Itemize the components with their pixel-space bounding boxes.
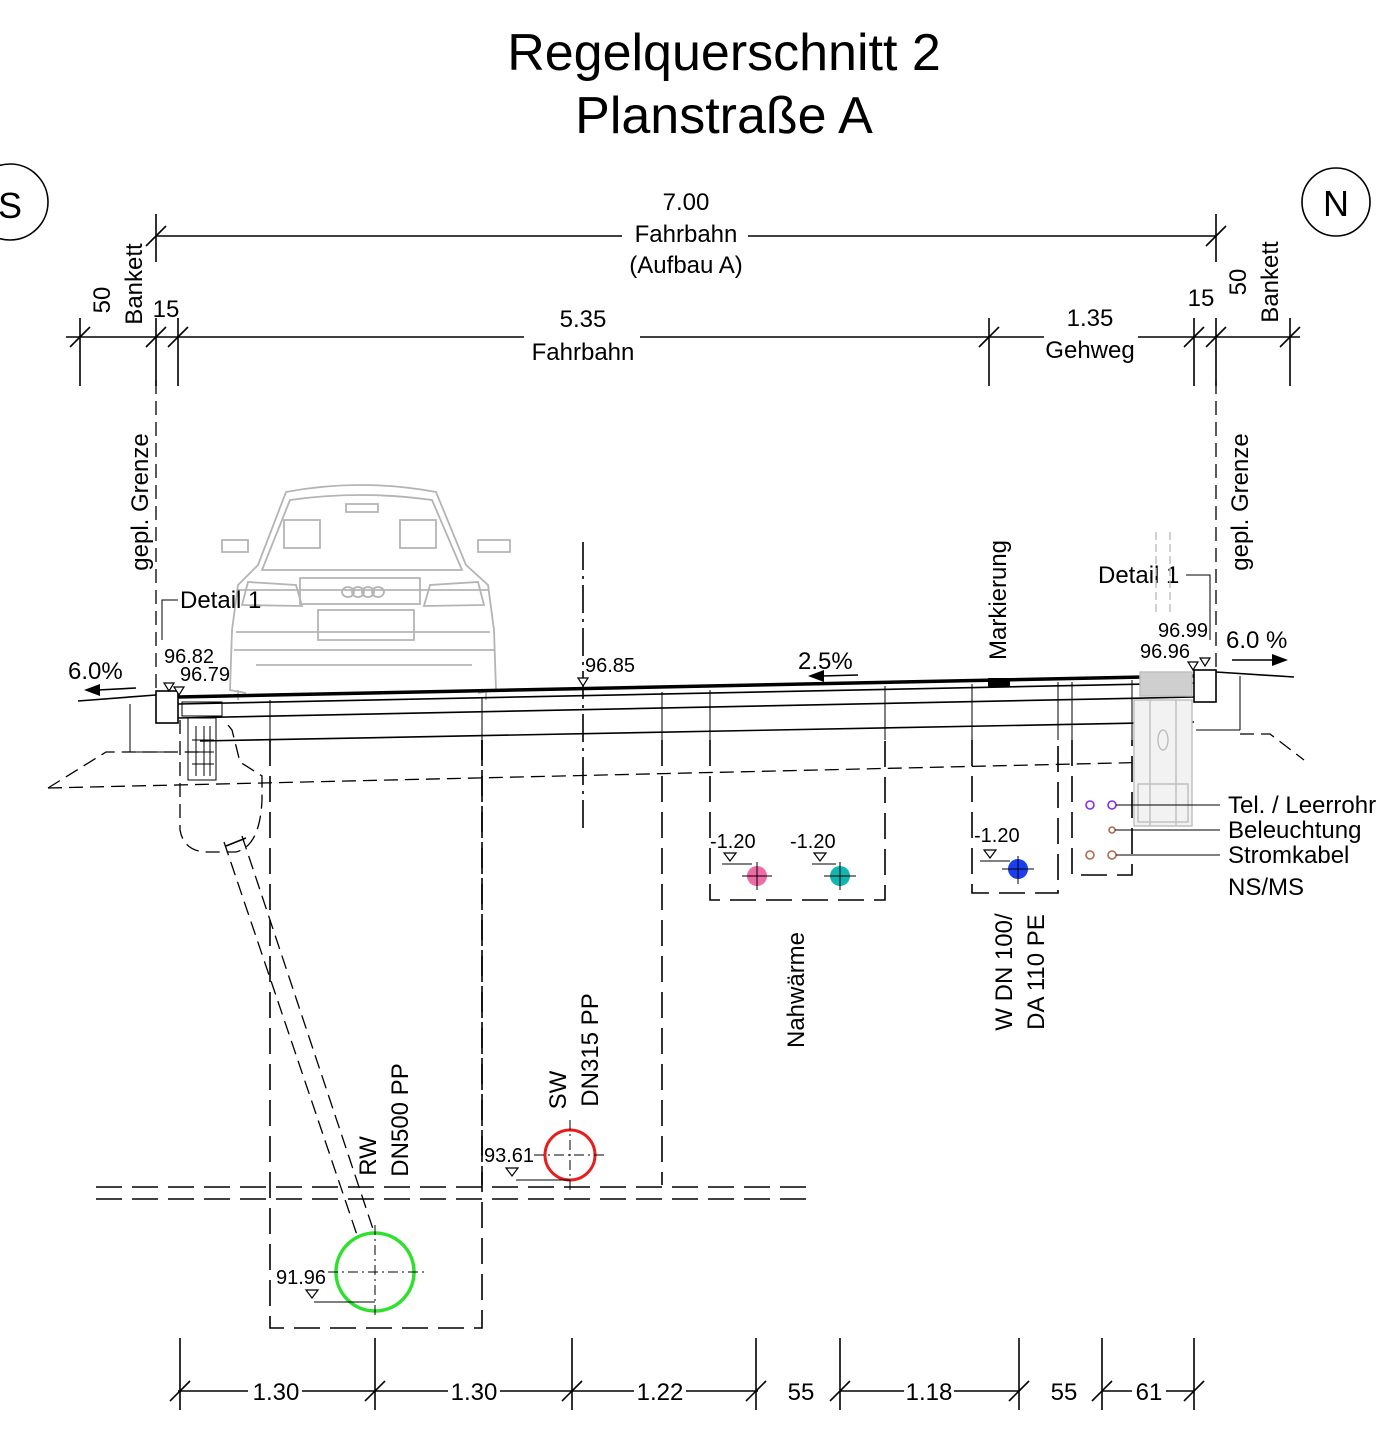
elevation-right-gutter: 96.96: [1140, 641, 1190, 663]
nahwaerme-label: Nahwärme: [783, 932, 810, 1048]
elevation-right-curb: 96.99: [1158, 620, 1208, 642]
curb-right-value: 15: [1188, 285, 1215, 312]
dimension-total-fahrbahn: 7.00 Fahrbahn (Aufbau A): [145, 189, 1227, 279]
detail-right-label: Detail 1: [1098, 562, 1179, 589]
elevation-left-curb: 96.82: [164, 646, 214, 668]
fahrbahn-label: Fahrbahn: [532, 339, 635, 366]
dimension-total-value: 7.00: [663, 189, 710, 216]
dimension-chain-lower: 1.30 1.30 1.22 55 1.18 55 61: [169, 1338, 1205, 1410]
trench-outlines: [96, 740, 1133, 1329]
nahwaerme-depth-2: -1.20: [790, 831, 836, 853]
dimension-chain-upper: 50 Bankett 15 5.35 Fahrbahn 1.35 Gehweg …: [66, 241, 1301, 386]
title-line-2: Planstraße A: [575, 87, 873, 145]
water-label-2: DA 110 PE: [1023, 914, 1050, 1030]
slope-left-label: 6.0%: [68, 658, 123, 685]
orientation-south-marker: S: [0, 163, 49, 241]
water-label-1: W DN 100/: [991, 913, 1018, 1031]
lighting-label: Beleuchtung: [1228, 817, 1361, 844]
sw-label-1: SW: [545, 1070, 572, 1109]
power-cable-2: [1107, 850, 1117, 860]
title-line-1: Regelquerschnitt 2: [507, 24, 941, 82]
detail-marker-left: Detail 1: [161, 587, 261, 640]
bottom-dim-3: 1.22: [637, 1379, 684, 1406]
orientation-north-marker: N: [1301, 167, 1371, 237]
bankett-right-value: 50: [1225, 269, 1252, 296]
bankett-left-label: Bankett: [121, 243, 148, 325]
bottom-dim-2: 1.30: [451, 1379, 498, 1406]
rw-label-1: RW: [355, 1136, 382, 1176]
road-marking: [988, 678, 1010, 687]
dimension-total-sublabel: (Aufbau A): [629, 252, 742, 279]
tel-label: Tel. / Leerrohr: [1228, 792, 1376, 819]
detail-left-label: Detail 1: [180, 587, 261, 614]
curb-right: [1193, 669, 1217, 703]
power-label: Stromkabel: [1228, 842, 1349, 869]
tel-conduit-2: [1107, 800, 1117, 810]
nahwaerme-depth-1: -1.20: [710, 831, 756, 853]
power-label-2: NS/MS: [1228, 874, 1304, 901]
stormwater-pipe-group: 91.96 RW DN500 PP: [276, 1063, 424, 1318]
slope-right-label: 6.0 %: [1226, 627, 1287, 654]
slope-left: 6.0%: [68, 658, 137, 696]
water-depth: -1.20: [974, 825, 1020, 847]
bottom-dim-6: 55: [1051, 1379, 1078, 1406]
car-illustration: [221, 484, 511, 700]
rw-invert-elevation: 91.96: [276, 1267, 326, 1289]
water-pipe-group: -1.20 W DN 100/ DA 110 PE: [974, 825, 1050, 1031]
bottom-dim-5: 1.18: [906, 1379, 953, 1406]
orientation-south-label: S: [0, 185, 22, 226]
sw-label-2: DN315 PP: [577, 993, 604, 1106]
road-structure: [47, 669, 1305, 789]
gehweg-label: Gehweg: [1045, 337, 1134, 364]
boundary-left-label: gepl. Grenze: [127, 433, 154, 570]
orientation-north-label: N: [1323, 183, 1349, 224]
street-gully-left: [179, 701, 375, 1239]
boundary-right-label: gepl. Grenze: [1227, 433, 1254, 570]
bankett-right-label: Bankett: [1257, 241, 1284, 323]
planned-boundary-left: gepl. Grenze: [127, 380, 157, 695]
gehweg-value: 1.35: [1067, 305, 1114, 332]
tel-conduit-1: [1085, 800, 1095, 810]
bottom-dim-1: 1.30: [253, 1379, 300, 1406]
power-cable-1: [1085, 850, 1095, 860]
rw-label-2: DN500 PP: [387, 1063, 414, 1176]
sewer-pipe-group: 93.61 SW DN315 PP: [484, 993, 606, 1190]
nahwaerme-pipes: -1.20 -1.20 Nahwärme: [710, 831, 856, 1048]
cable-conduits: Tel. / Leerrohr Beleuchtung Stromkabel N…: [1085, 792, 1376, 901]
lighting-cable: [1108, 826, 1116, 834]
marking-label: Markierung: [985, 540, 1012, 660]
detail-marker-right: Detail 1: [1098, 562, 1211, 640]
elevation-left-gutter: 96.79: [180, 664, 230, 686]
dimension-total-label: Fahrbahn: [635, 221, 738, 248]
curb-left: [155, 690, 179, 724]
sw-invert-elevation: 93.61: [484, 1145, 534, 1167]
slope-road-label: 2.5%: [798, 648, 853, 675]
slope-right: 6.0 %: [1226, 627, 1288, 666]
slope-road: 2.5%: [798, 648, 859, 682]
elevation-centerline: 96.85: [585, 655, 635, 677]
curb-left-value: 15: [153, 296, 180, 323]
bottom-dim-7: 61: [1136, 1379, 1163, 1406]
bottom-dim-4: 55: [788, 1379, 815, 1406]
bankett-left-value: 50: [89, 287, 116, 314]
elevation-markers: 96.82 96.79 96.85 96.99 96.96: [162, 620, 1212, 697]
fahrbahn-value: 5.35: [560, 306, 607, 333]
planned-boundary-right: gepl. Grenze: [1215, 380, 1254, 670]
